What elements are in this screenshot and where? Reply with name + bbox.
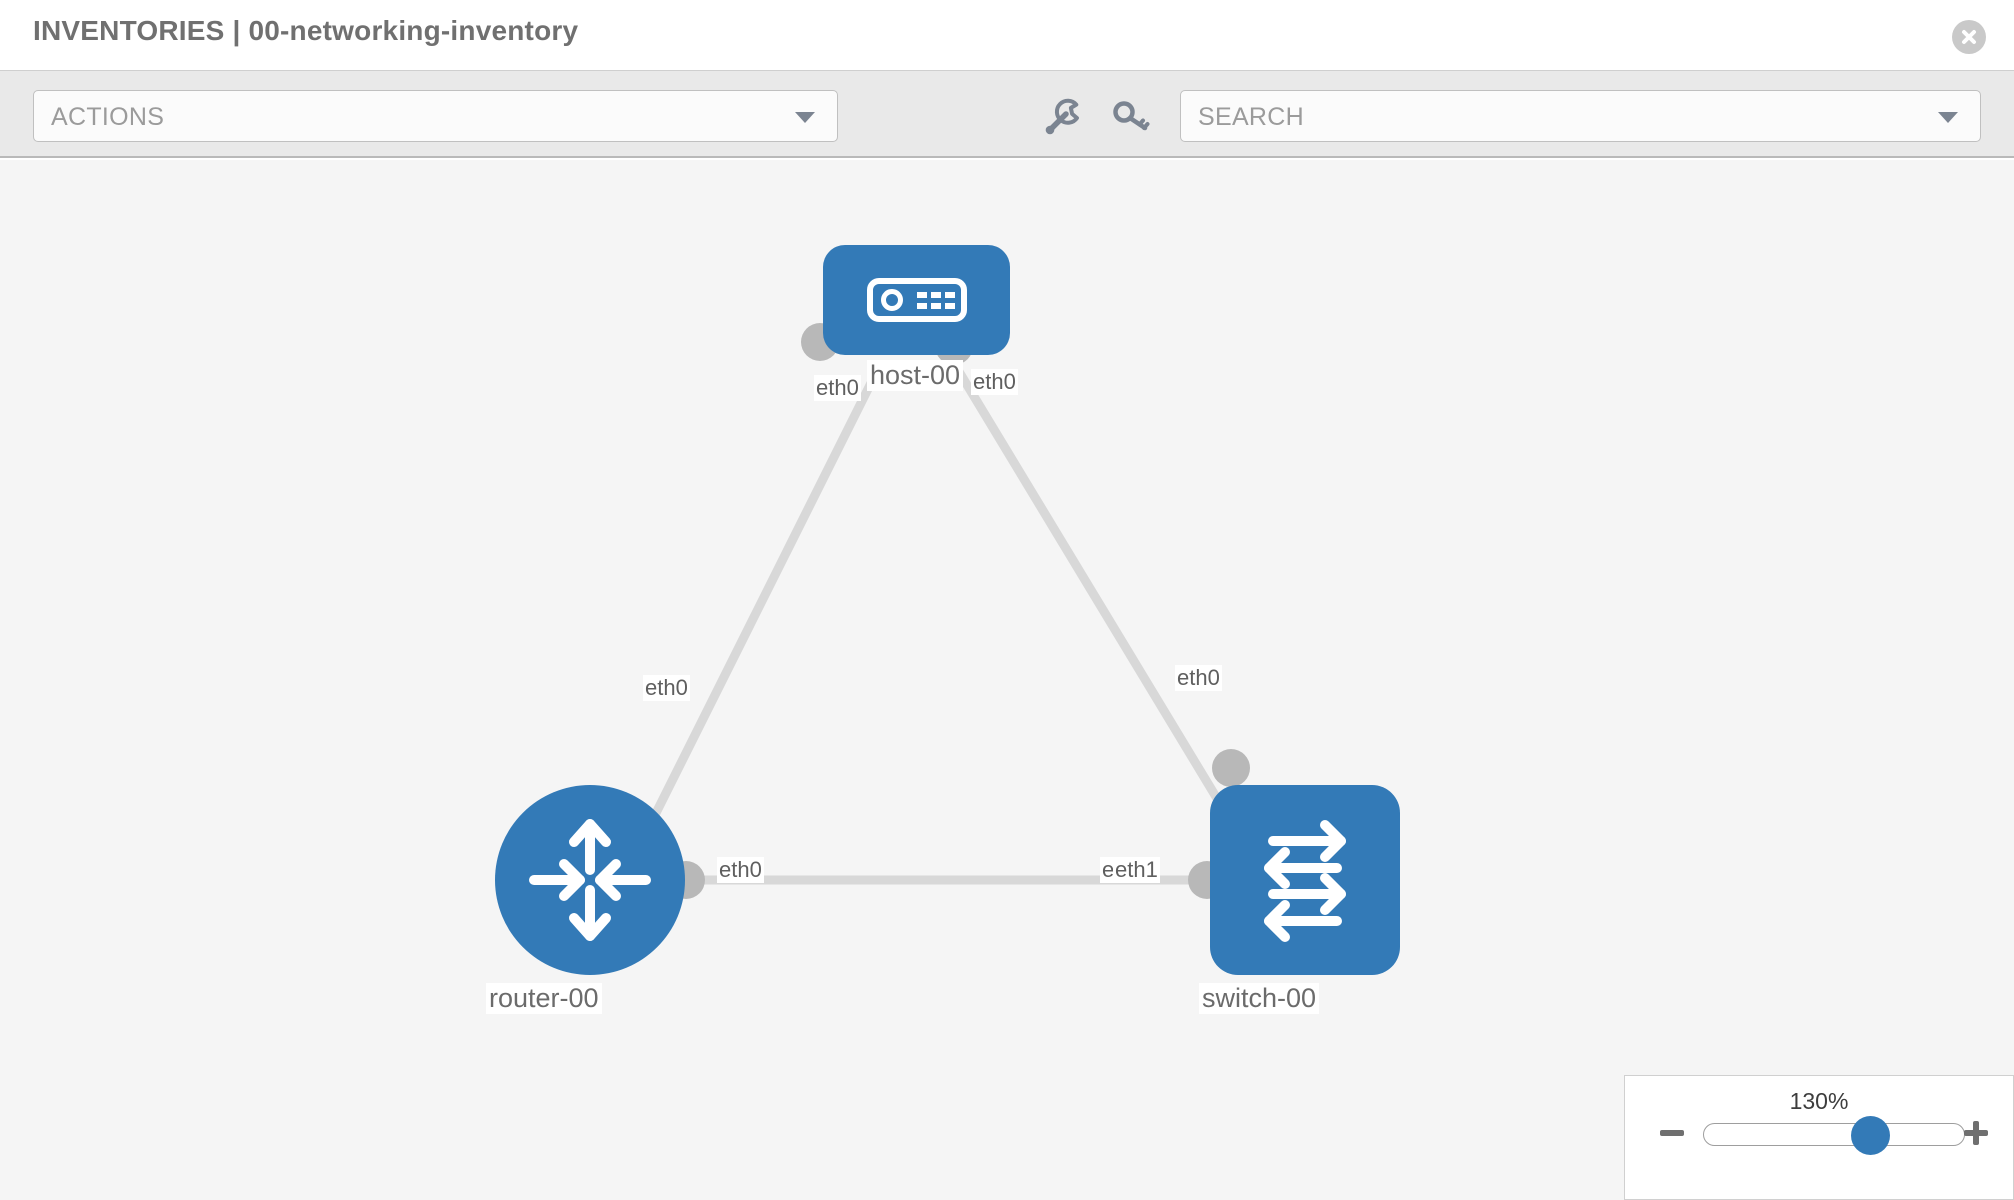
- page-header: INVENTORIES | 00-networking-inventory: [0, 0, 2014, 70]
- chevron-down-icon: [795, 112, 815, 123]
- interface-label-switch-left: eth1: [1113, 857, 1160, 883]
- wrench-icon[interactable]: [1042, 97, 1084, 137]
- node-label-host: host-00: [867, 360, 964, 391]
- switch-arrows-icon[interactable]: [1210, 785, 1400, 975]
- server-icon[interactable]: [823, 245, 1010, 355]
- interface-label-switch-up: eth0: [1175, 665, 1222, 691]
- topology-canvas[interactable]: host-00 eth0 eth0: [0, 160, 2014, 1200]
- search-input[interactable]: SEARCH: [1180, 90, 1981, 142]
- close-icon[interactable]: [1952, 20, 1986, 54]
- interface-label-router-up: eth0: [643, 675, 690, 701]
- router-arrows-icon[interactable]: [495, 785, 685, 975]
- page-title: INVENTORIES | 00-networking-inventory: [33, 15, 579, 46]
- actions-dropdown-label: ACTIONS: [51, 103, 165, 131]
- zoom-slider-handle[interactable]: [1851, 1116, 1891, 1155]
- zoom-out-button[interactable]: [1657, 1118, 1687, 1148]
- key-icon[interactable]: [1110, 97, 1152, 137]
- toolbar: ACTIONS SEARCH: [0, 70, 2014, 158]
- actions-dropdown[interactable]: ACTIONS: [33, 90, 838, 142]
- chevron-down-icon: [1938, 112, 1958, 123]
- search-placeholder: SEARCH: [1198, 103, 1304, 131]
- interface-label-host-left: eth0: [814, 375, 861, 401]
- interface-connector-dot[interactable]: [1212, 749, 1250, 787]
- interface-label-host-right: eth0: [971, 369, 1018, 395]
- zoom-slider-track[interactable]: [1703, 1116, 1965, 1155]
- interface-label-router-right: eth0: [717, 857, 764, 883]
- zoom-control-panel: 130%: [1624, 1075, 2014, 1200]
- zoom-level-value: 130%: [1789, 1088, 1849, 1114]
- zoom-in-button[interactable]: [1961, 1118, 1991, 1148]
- node-label-switch: switch-00: [1199, 983, 1320, 1014]
- node-label-router: router-00: [486, 983, 602, 1014]
